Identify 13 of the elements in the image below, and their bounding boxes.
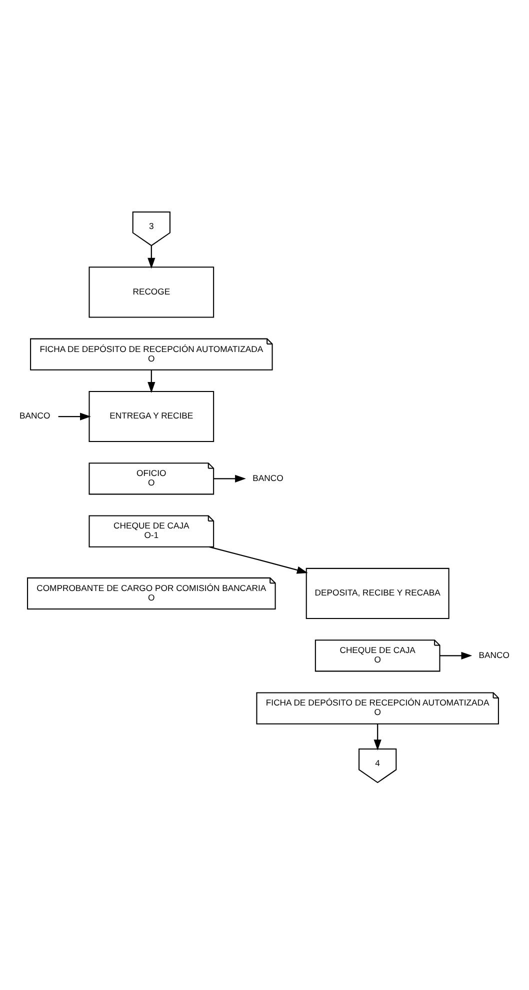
arrow <box>214 474 246 482</box>
arrow <box>440 651 472 659</box>
node-box: RECOGE <box>88 266 214 318</box>
arrow <box>209 546 308 574</box>
arrow <box>58 412 91 420</box>
arrow <box>148 245 156 268</box>
node-box: ENTREGA Y RECIBE <box>88 390 214 442</box>
node-text: BANCO <box>252 472 284 482</box>
arrow <box>148 370 156 392</box>
node-text: BANCO <box>478 649 510 660</box>
arrow <box>374 723 382 750</box>
node-box: DEPOSITA, RECIBE Y RECABA <box>306 567 450 619</box>
node-text: BANCO <box>20 410 50 420</box>
